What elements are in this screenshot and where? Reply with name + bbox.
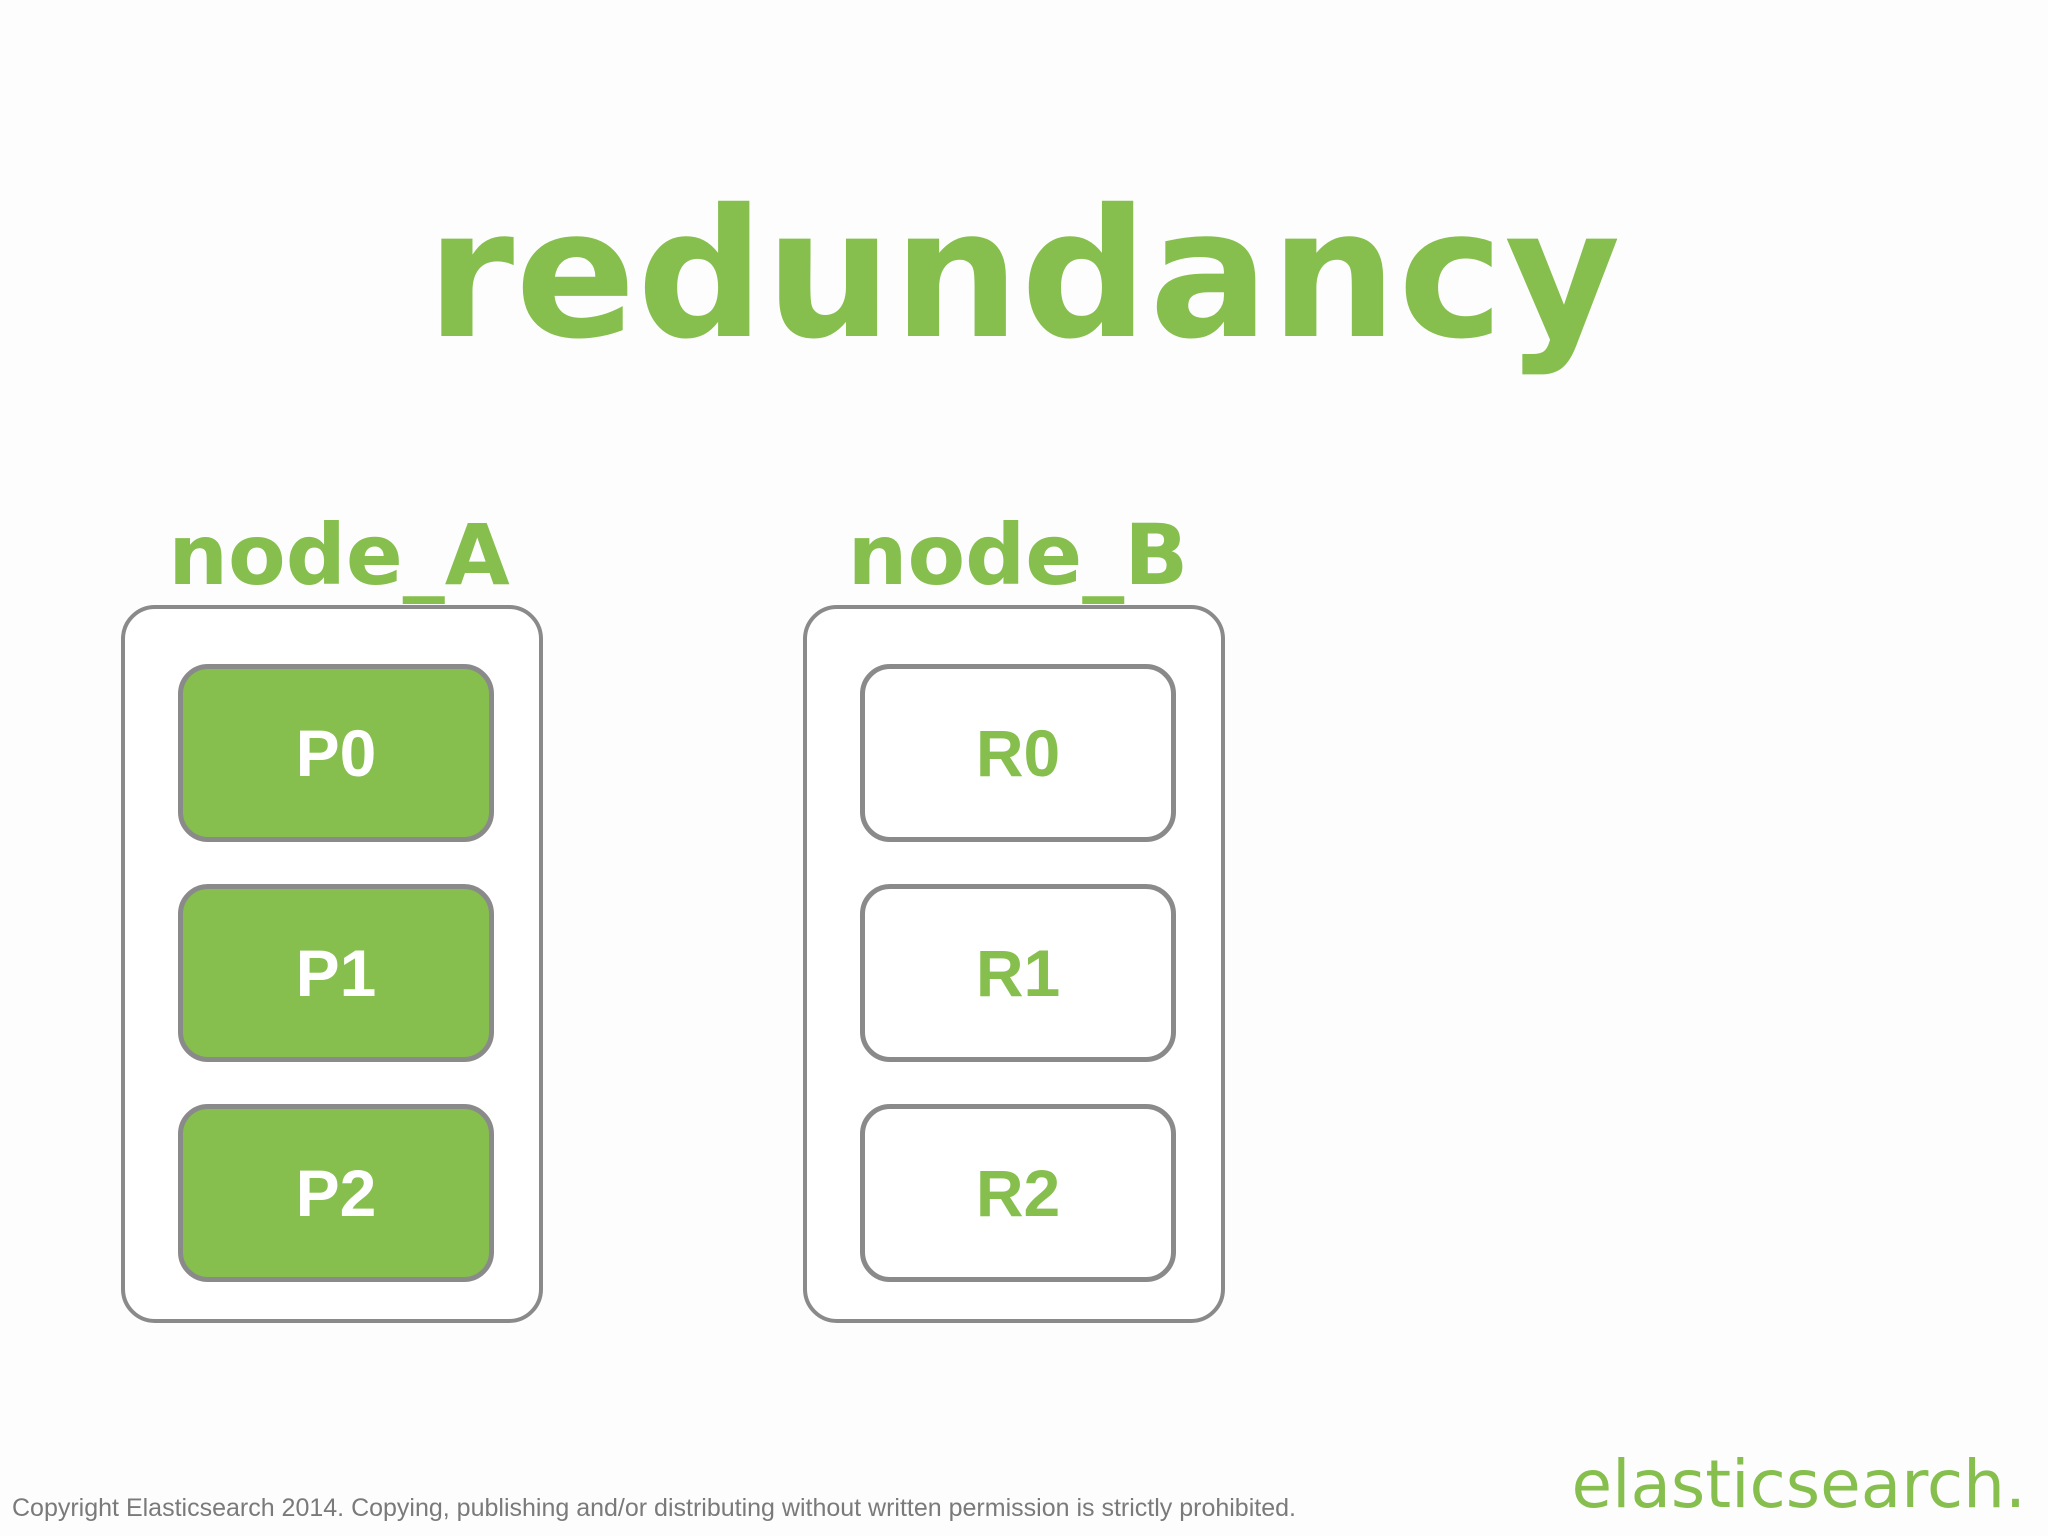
node-b-label: node_B xyxy=(847,506,1189,604)
shard-p2: P2 xyxy=(178,1104,494,1282)
shard-p1: P1 xyxy=(178,884,494,1062)
node-b-box: R0 R1 R2 xyxy=(803,605,1225,1323)
shard-r0: R0 xyxy=(860,664,1176,842)
shard-r1: R1 xyxy=(860,884,1176,1062)
node-a-box: P0 P1 P2 xyxy=(121,605,543,1323)
shard-r2: R2 xyxy=(860,1104,1176,1282)
elasticsearch-logo: elasticsearch. xyxy=(1571,1446,2027,1523)
shard-p0: P0 xyxy=(178,664,494,842)
copyright-notice: Copyright Elasticsearch 2014. Copying, p… xyxy=(12,1494,1296,1522)
node-a-label: node_A xyxy=(168,506,510,604)
slide-title: redundancy xyxy=(426,171,1622,378)
